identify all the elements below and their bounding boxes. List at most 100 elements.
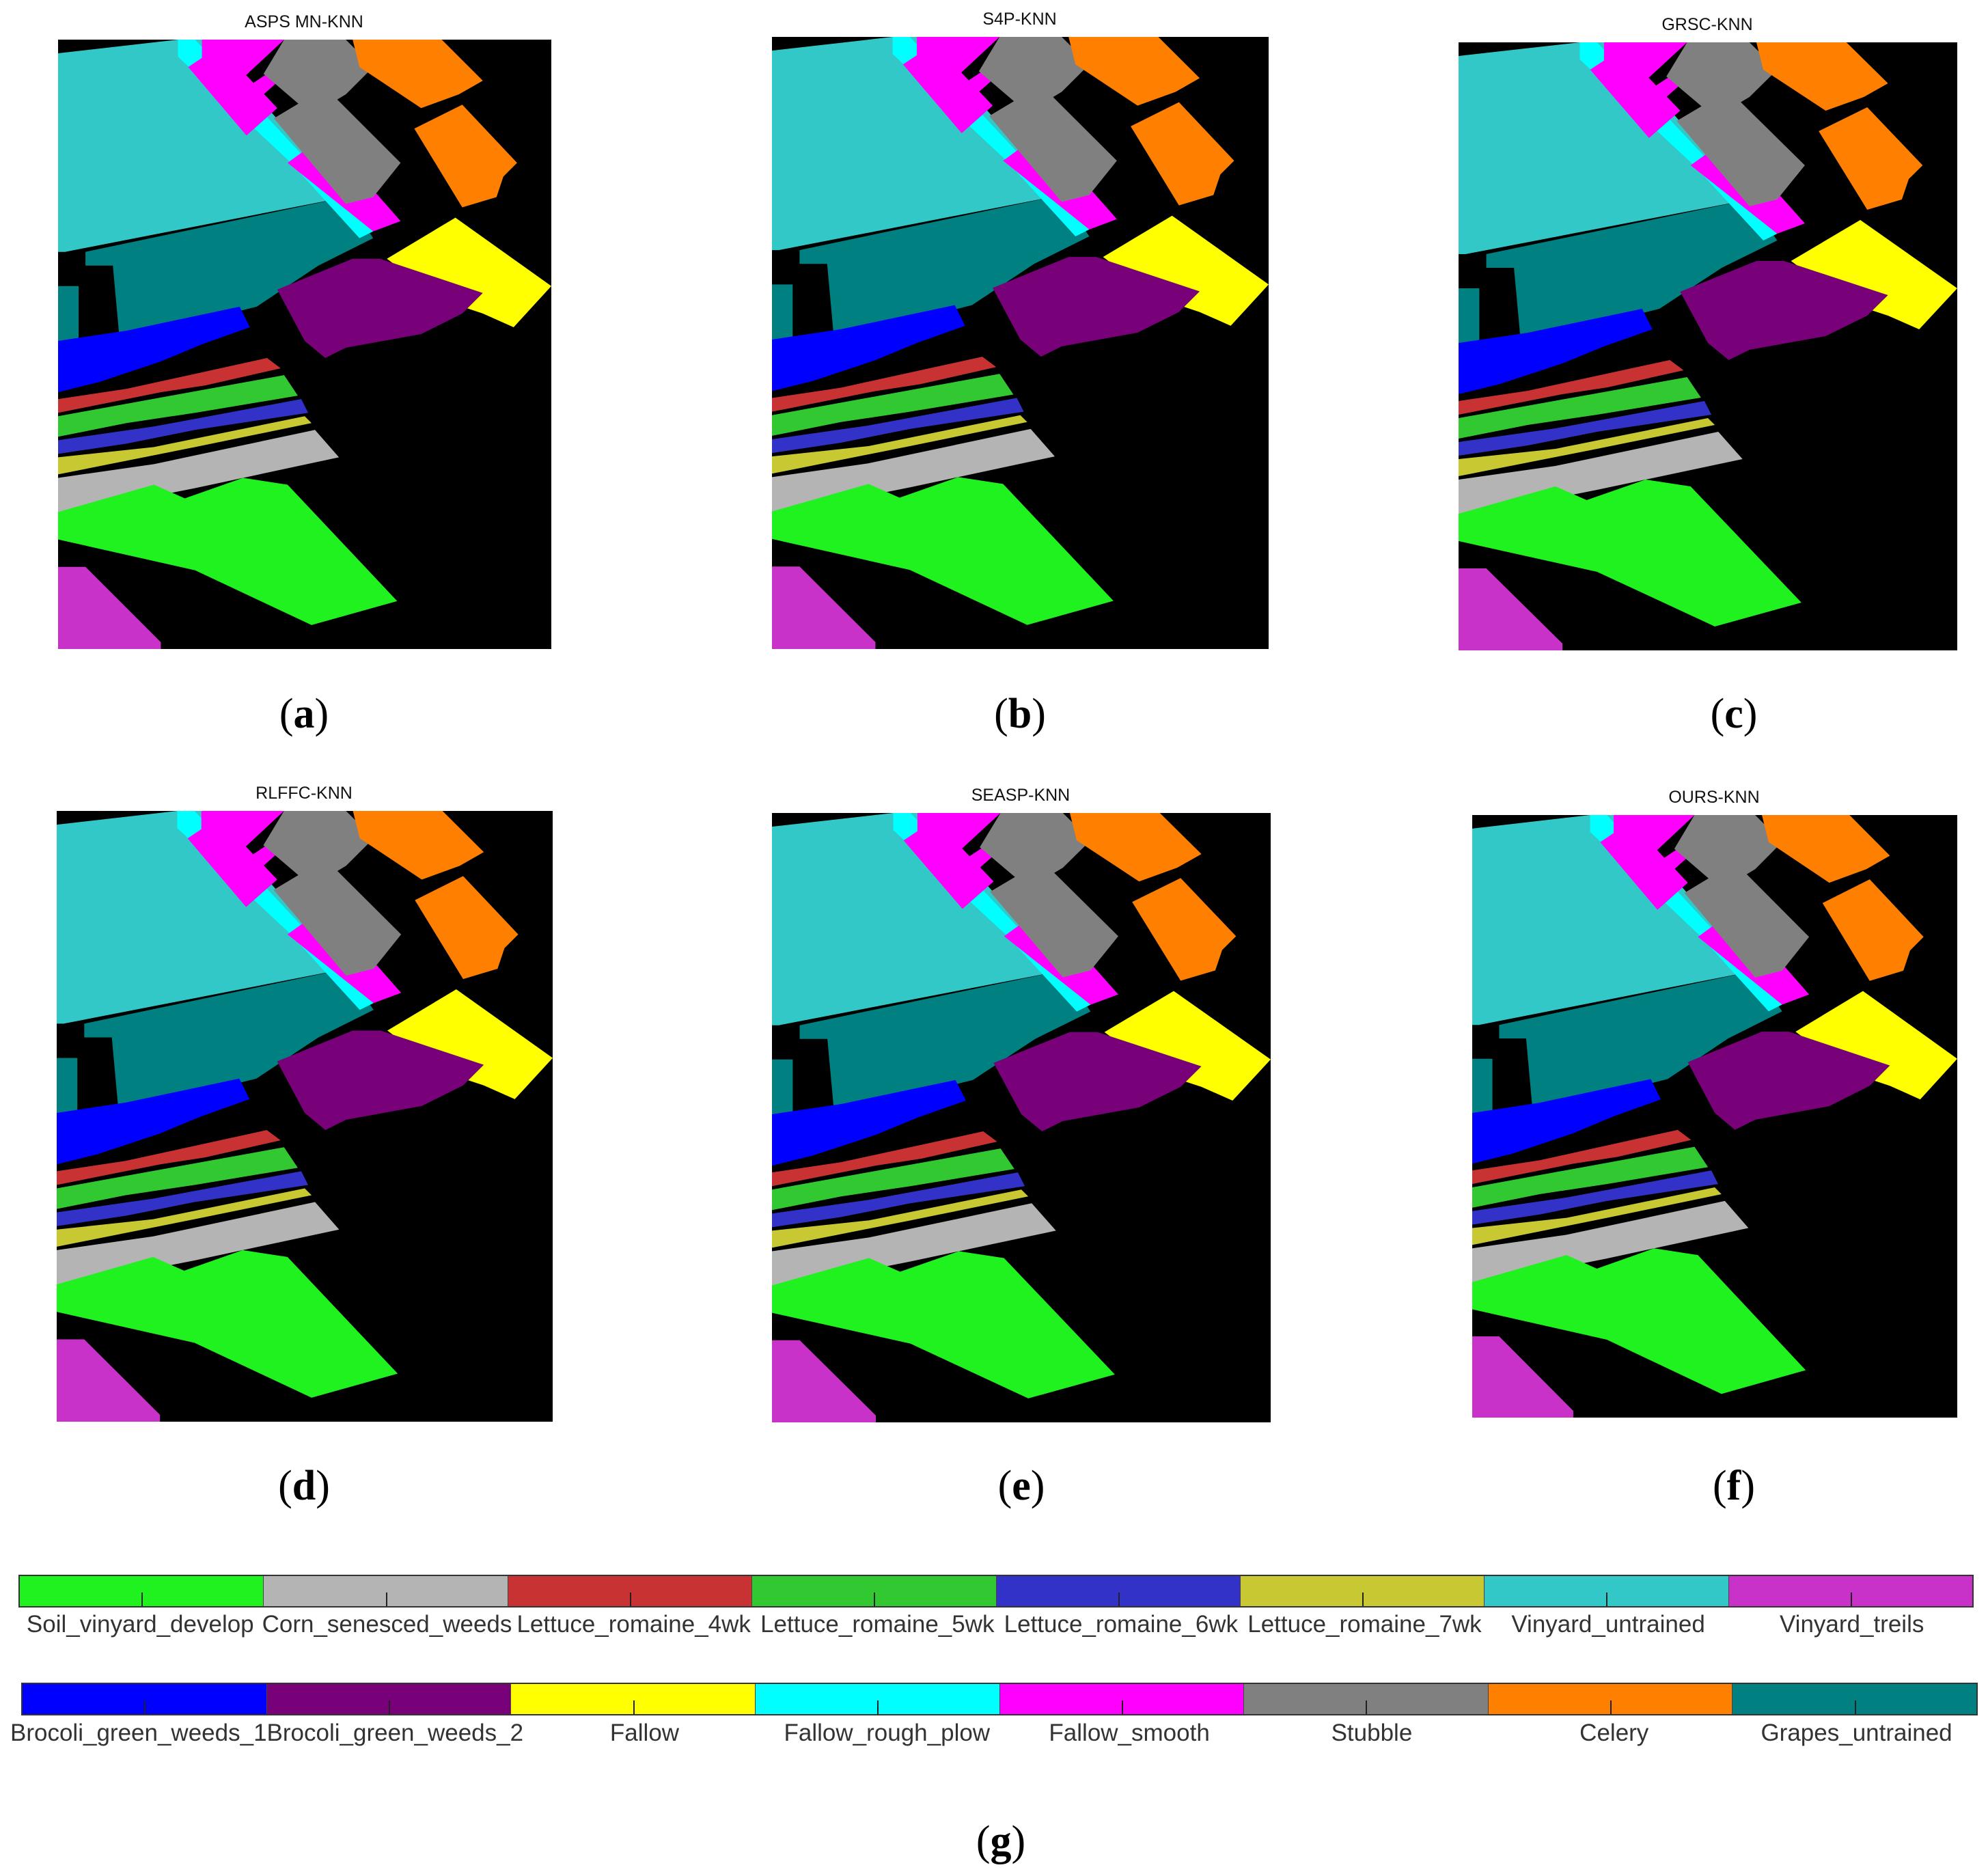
class-region [1819,107,1923,210]
class-region [387,217,551,327]
class-region [993,1032,1202,1132]
class-region [1459,480,1801,626]
panel-label-e: (e) [997,1463,1045,1509]
legend-tick [633,1700,635,1714]
panel-title-d: RLFFC-KNN [256,784,353,803]
class-map-graphic [772,813,1271,1422]
legend-swatch [508,1576,753,1606]
class-region [57,1188,312,1247]
class-region [273,859,402,976]
legend-swatch [1728,1576,1972,1606]
class-region [1459,288,1480,350]
class-map-graphic [57,811,553,1422]
class-region [58,375,298,437]
class-region [1459,360,1684,415]
legend-tick [1606,1592,1608,1606]
class-region [772,1189,1029,1248]
class-region [1822,879,1924,981]
panel-label-d: (d) [278,1463,330,1509]
class-region [772,1059,793,1122]
panel-label-a: (a) [279,691,329,737]
legend-swatch [1488,1684,1733,1714]
class-region [1687,1032,1890,1130]
class-region [187,818,277,907]
class-region [1472,1187,1722,1245]
legend-label: Vinyard_treils [1779,1611,1924,1638]
class-region [415,876,519,980]
class-region [902,44,993,133]
class-region [1795,991,1957,1100]
class-region [414,105,517,208]
legend-tick [141,1592,143,1606]
class-region [772,1340,876,1422]
class-region [772,37,1062,251]
legend-swatch [1240,1576,1485,1606]
class-region [1666,42,1778,118]
legend-tick [144,1700,146,1714]
class-region [772,1172,1025,1228]
legend-label: Grapes_untrained [1761,1720,1952,1746]
legend-label: Corn_senesced_weeds [262,1611,512,1638]
class-region [58,430,340,526]
class-region [1472,1129,1692,1185]
class-region [772,357,997,412]
classification-map-d [57,811,553,1422]
class-region [772,1131,997,1187]
class-region [57,1171,309,1226]
class-region [58,416,312,475]
class-region [1103,215,1269,326]
classification-map-a [58,40,551,649]
class-region [1791,220,1957,329]
class-region [57,1250,398,1398]
class-region [1499,970,1782,1114]
legend-label: Fallow_smooth [1049,1720,1210,1746]
class-region [772,1148,1014,1211]
class-region [1459,42,1750,254]
legend-tick [629,1592,631,1606]
classification-map-f [1472,815,1957,1418]
class-region [1472,1200,1749,1296]
class-region [772,566,876,649]
class-region [1459,418,1715,476]
class-region [57,1147,298,1209]
class-region [58,286,79,348]
legend-swatch [1485,1576,1729,1606]
class-region [1472,1079,1661,1164]
class-region [903,820,994,909]
class-region [277,258,483,359]
class-region [772,1203,1056,1299]
class-region [1472,1248,1806,1394]
legend-label: Vinyard_untrained [1511,1611,1705,1638]
class-region [772,305,965,391]
panel-title-b: S4P-KNN [982,10,1057,29]
legend-tick [1118,1592,1120,1606]
class-region [58,40,346,252]
class-region [1472,1058,1493,1120]
class-region [277,1030,484,1131]
class-region [978,37,1090,113]
class-region [57,1202,340,1299]
legend-tick [1854,1700,1856,1714]
class-region [1680,261,1888,360]
class-region [989,85,1117,202]
classification-map-b [772,37,1269,649]
class-region [188,46,277,136]
legend-label: Stubble [1331,1720,1413,1746]
legend-label: Brocoli_green_weeds_2 [266,1720,524,1746]
legend-tick [1366,1700,1368,1714]
legend-swatch [1244,1684,1489,1714]
class-region [772,477,1114,625]
class-region [1131,102,1234,206]
legend-label: Fallow_rough_plow [784,1720,991,1746]
class-region [1486,199,1778,343]
class-region [1132,878,1237,981]
class-region [57,1339,161,1422]
class-region [772,1251,1115,1398]
legend-swatch [23,1684,267,1714]
legend-swatch [266,1684,512,1714]
class-region [58,478,398,625]
legend-tick [388,1700,390,1714]
legend-label: Lettuce_romaine_7wk [1247,1611,1482,1638]
